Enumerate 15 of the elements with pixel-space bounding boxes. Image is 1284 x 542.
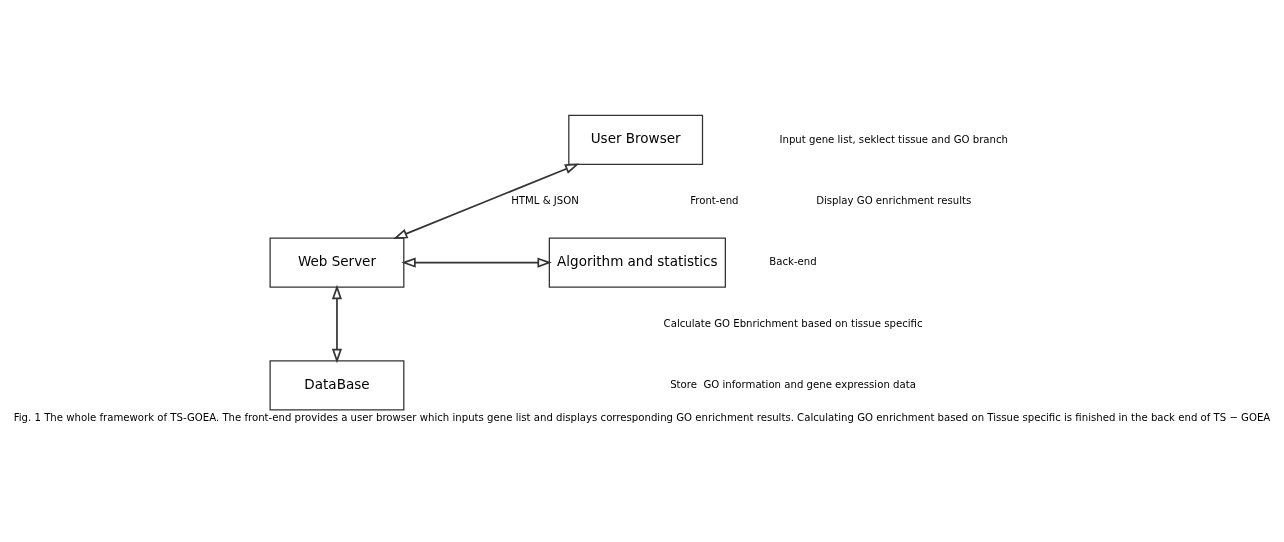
node-box: User Browser xyxy=(568,114,704,165)
node-box: DataBase xyxy=(269,359,405,410)
arrow xyxy=(331,284,342,363)
arrow xyxy=(393,163,580,239)
label: Display GO enrichment results xyxy=(816,194,972,206)
label: Calculate GO Ebnrichment based on tissue specific xyxy=(663,317,923,329)
caption: Fig. 1 The whole framework of TS-GOEA. The front-end provides a user browser which inputs gene list and displays corresponding GO enrichment results. Calculating GO enrichment based on Tissue specific is finished in the back end of TS − GOEA xyxy=(13,411,1271,423)
label: Input gene list, seklect tissue and GO branch xyxy=(779,133,1008,145)
edge-label: HTML & JSON xyxy=(511,194,579,206)
arrow xyxy=(401,257,552,268)
label: Back-end xyxy=(769,255,817,267)
label: Store GO information and gene expression data xyxy=(670,378,916,390)
label: Front-end xyxy=(690,194,739,206)
node-box: Web Server xyxy=(269,236,405,288)
node-box: Algorithm and statistics xyxy=(548,236,726,288)
